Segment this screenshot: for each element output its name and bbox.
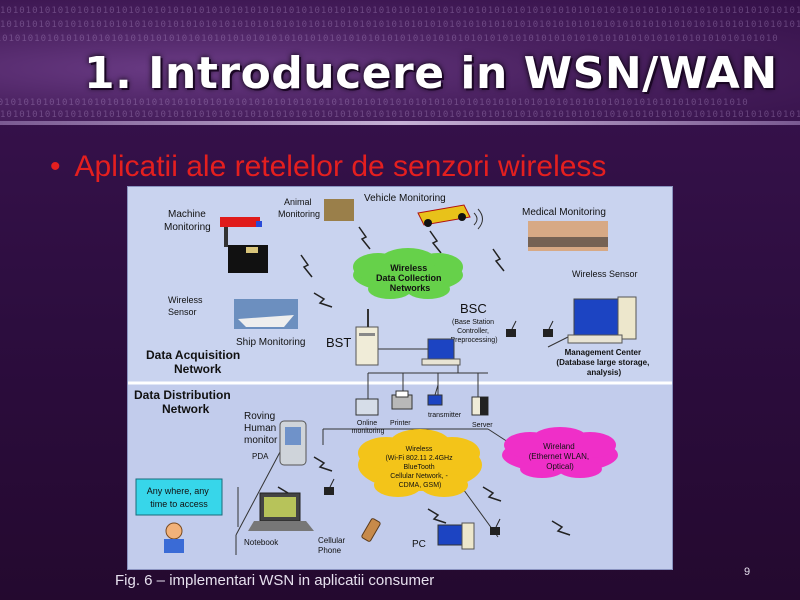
- title-divider: [0, 121, 800, 125]
- sensor-icons: [506, 320, 554, 337]
- acquisition-network-label: Data Acquisition Network: [146, 348, 244, 376]
- machine-monitoring-label: Machine Monitoring: [164, 209, 211, 233]
- binary-decoration: 1010101010101010101010101010101010101010…: [0, 6, 800, 16]
- transmitter-label: transmitter: [428, 412, 462, 419]
- printer-label: Printer: [390, 420, 411, 427]
- roving-monitor-label: Roving Human monitor: [244, 411, 279, 446]
- page-number: 9: [744, 566, 751, 578]
- bullet-dot-icon: •: [50, 150, 61, 183]
- wireless-cloud-label: Wireless (Wi-Fi 802.11 2.4GHz BlueTooth …: [385, 446, 454, 489]
- bullet-item: • Aplicatii ale retelelor de senzori wire…: [50, 150, 606, 184]
- sensor-icons-bottom: [324, 478, 501, 535]
- slide-title: 1. Introducere in WSN/WAN: [84, 48, 778, 99]
- animal-photo: [324, 199, 354, 221]
- distribution-network-label: Data Distribution Network: [134, 388, 234, 416]
- ship-monitoring-label: Ship Monitoring: [236, 337, 305, 348]
- pda-icon: [279, 420, 307, 466]
- bsc-label: BSC: [460, 301, 487, 316]
- anywhere-label: Any where, any time to access: [147, 486, 212, 509]
- server-label: Server: [472, 422, 493, 429]
- online-monitoring-label: Online monitoring: [352, 420, 385, 435]
- wireless-sensor-right-label: Wireless Sensor: [572, 269, 638, 279]
- pda-label: PDA: [252, 452, 269, 461]
- medical-monitoring-label: Medical Monitoring: [522, 207, 606, 218]
- printer-icon: [391, 390, 413, 410]
- race-car-icon: [417, 204, 471, 227]
- animal-monitoring-label: Animal Monitoring: [278, 197, 320, 219]
- wireland-cloud-label: Wireland (Ethernet WLAN, Optical): [529, 442, 592, 471]
- bst-label: BST: [326, 335, 351, 350]
- transmitter-icon: [427, 384, 443, 406]
- online-monitoring-icon: [355, 398, 379, 416]
- server-icon: [471, 396, 489, 416]
- figure-caption: Fig. 6 – implementari WSN in aplicatii c…: [115, 572, 435, 589]
- management-computer-icon: [567, 296, 637, 344]
- wireless-sensor-left-label: Wireless Sensor: [168, 295, 205, 317]
- wireland-cloud: [502, 427, 618, 478]
- wsn-diagram: Machine Monitoring Animal Monitoring Veh…: [127, 186, 673, 570]
- bsc-description: (Base Station Controller, Preprocessing): [450, 319, 497, 344]
- pc-label: PC: [412, 539, 426, 550]
- bullet-text: Aplicatii ale retelelor de senzori wirel…: [74, 150, 607, 183]
- binary-decoration: 1010101010101010101010101010101010101010…: [0, 110, 800, 120]
- wireless-data-collection-cloud: [353, 248, 463, 299]
- binary-decoration: 1010101010101010101010101010101010101010…: [0, 34, 779, 44]
- bst-tower-icon: [355, 309, 379, 366]
- person-icon: [164, 522, 184, 553]
- pc-icon: [437, 522, 475, 550]
- notebook-icon: [248, 492, 314, 531]
- cellular-phone-icon: [361, 518, 381, 542]
- wireless-cloud: [358, 429, 482, 497]
- vehicle-monitoring-label: Vehicle Monitoring: [364, 193, 446, 204]
- notebook-label: Notebook: [244, 538, 279, 547]
- binary-decoration: 1010101010101010101010101010101010101010…: [0, 20, 800, 30]
- binary-decoration: 1010101010101010101010101010101010101010…: [0, 98, 749, 108]
- bsc-computer-icon: [421, 338, 461, 366]
- machine-illustration: [220, 217, 268, 273]
- wdc-cloud-label: Wireless Data Collection Networks: [376, 263, 444, 293]
- management-center-label: Management Center (Database large storag…: [556, 348, 651, 377]
- callout-box: [135, 478, 223, 516]
- title-band: 1010101010101010101010101010101010101010…: [0, 0, 800, 125]
- signal-icon: [473, 208, 483, 230]
- cellular-phone-label: Cellular Phone: [318, 536, 347, 555]
